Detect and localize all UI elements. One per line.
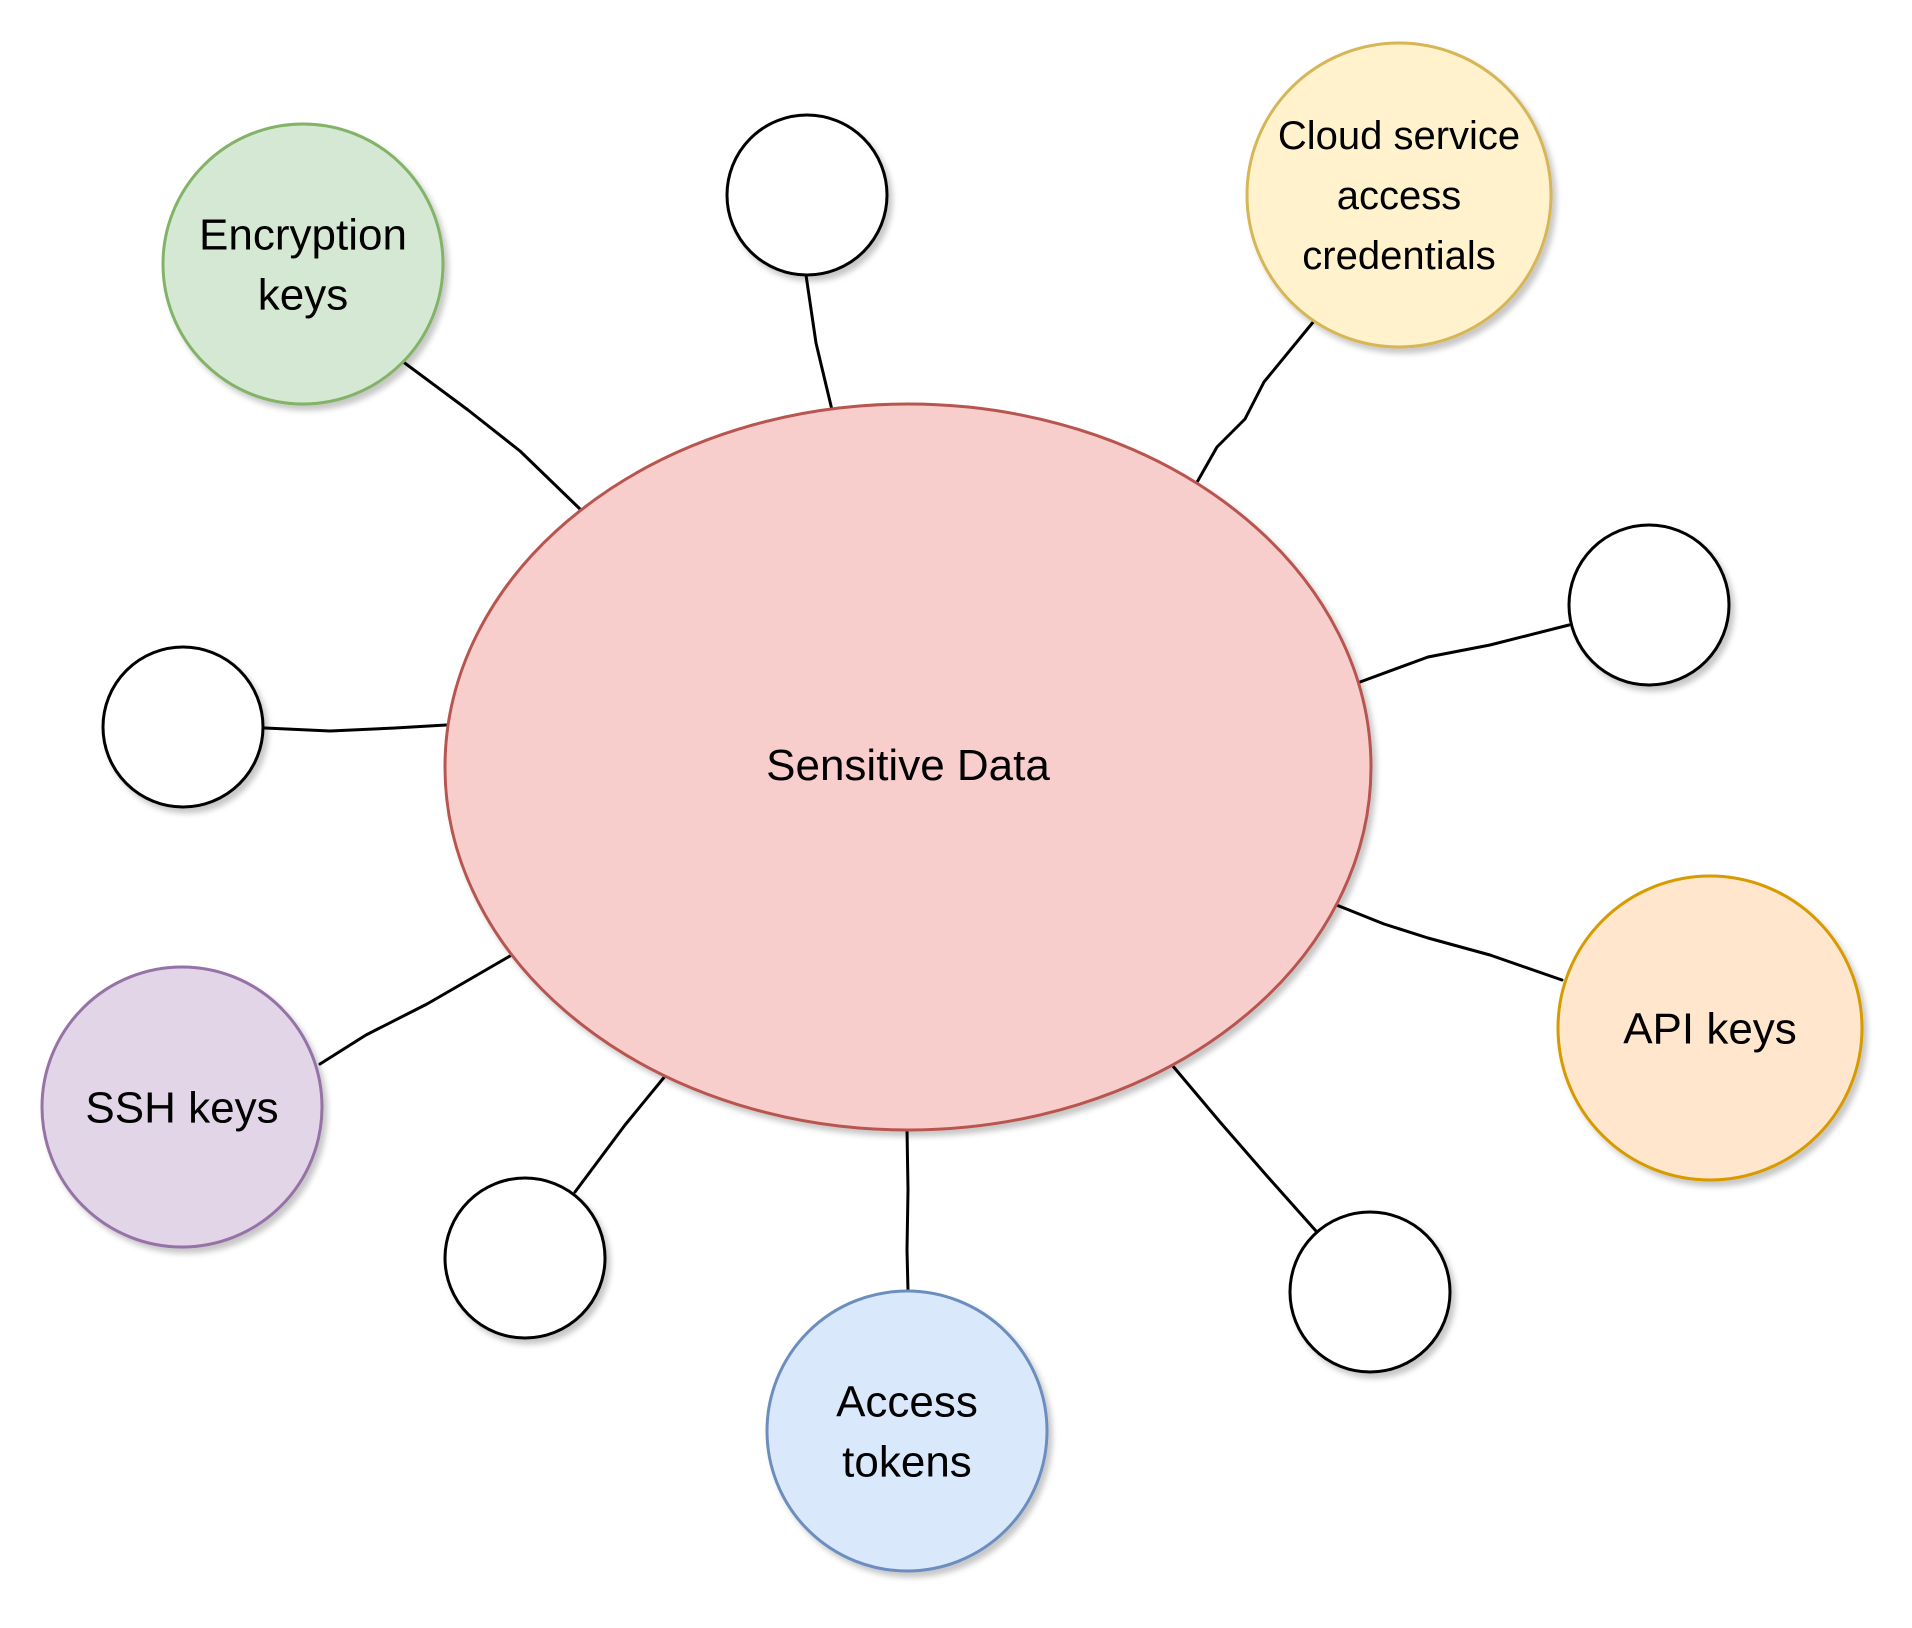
cloud-credentials-label-line: Cloud service <box>1278 114 1520 158</box>
ssh-keys-label: SSH keys <box>85 1083 278 1132</box>
connector-api-keys <box>1332 902 1564 982</box>
bottom-right-empty-node[interactable] <box>1288 1210 1452 1374</box>
connector-cloud-credentials <box>1194 319 1316 486</box>
connector-ssh-keys <box>318 954 512 1066</box>
cloud-credentials-label-line: credentials <box>1302 234 1495 278</box>
cloud-credentials-label: Cloud service access credentials <box>1278 114 1520 278</box>
api-keys-shape <box>1556 874 1864 1182</box>
connector-access-tokens <box>905 1126 910 1293</box>
satellite-nodes: Encryption keys Cloud service access credent… <box>40 41 1864 1573</box>
api-keys-node[interactable]: API keys <box>1556 874 1864 1182</box>
access-tokens-node[interactable]: Access tokens <box>765 1289 1049 1573</box>
right-empty-shape <box>1567 523 1731 687</box>
left-empty-shape <box>101 645 265 809</box>
bottom-left-empty-shape <box>443 1176 607 1340</box>
left-empty-node[interactable] <box>101 645 265 809</box>
cloud-credentials-label-line: access <box>1337 174 1462 218</box>
access-tokens-label: Access tokens <box>836 1377 978 1486</box>
access-tokens-shape <box>765 1289 1049 1573</box>
cloud-credentials-shape <box>1245 41 1553 349</box>
connector-bottom-left-empty <box>573 1073 668 1194</box>
right-empty-node[interactable] <box>1567 523 1731 687</box>
api-keys-label: API keys <box>1623 1004 1797 1053</box>
connector-left-empty <box>263 723 448 733</box>
ssh-keys-label-line: SSH keys <box>85 1083 278 1132</box>
bottom-left-empty-node[interactable] <box>443 1176 607 1340</box>
cloud-credentials-node[interactable]: Cloud service access credentials <box>1245 41 1553 349</box>
ssh-keys-node[interactable]: SSH keys <box>40 965 324 1249</box>
access-tokens-label-line: Access <box>836 1377 978 1426</box>
encryption-keys-shape <box>161 122 445 406</box>
top-empty-node[interactable] <box>725 113 889 277</box>
api-keys-label-line: API keys <box>1623 1004 1797 1053</box>
connector-top-empty <box>804 273 834 412</box>
encryption-keys-label-line: Encryption <box>199 210 407 259</box>
top-empty-shape <box>725 113 889 277</box>
ssh-keys-shape <box>40 965 324 1249</box>
encryption-keys-node[interactable]: Encryption keys <box>161 122 445 406</box>
access-tokens-label-line: tokens <box>842 1437 972 1486</box>
connector-encryption-keys <box>400 359 583 512</box>
sensitive-data-label: Sensitive Data <box>766 741 1050 790</box>
encryption-keys-label-line: keys <box>258 270 348 319</box>
encryption-keys-label: Encryption keys <box>199 210 407 319</box>
sensitive-data-shape <box>443 402 1373 1132</box>
connectors <box>263 273 1571 1293</box>
sensitive-data-node[interactable] <box>443 402 1373 1132</box>
connector-bottom-right-empty <box>1170 1063 1318 1233</box>
connector-right-empty <box>1358 623 1571 684</box>
bottom-right-empty-shape <box>1288 1210 1452 1374</box>
